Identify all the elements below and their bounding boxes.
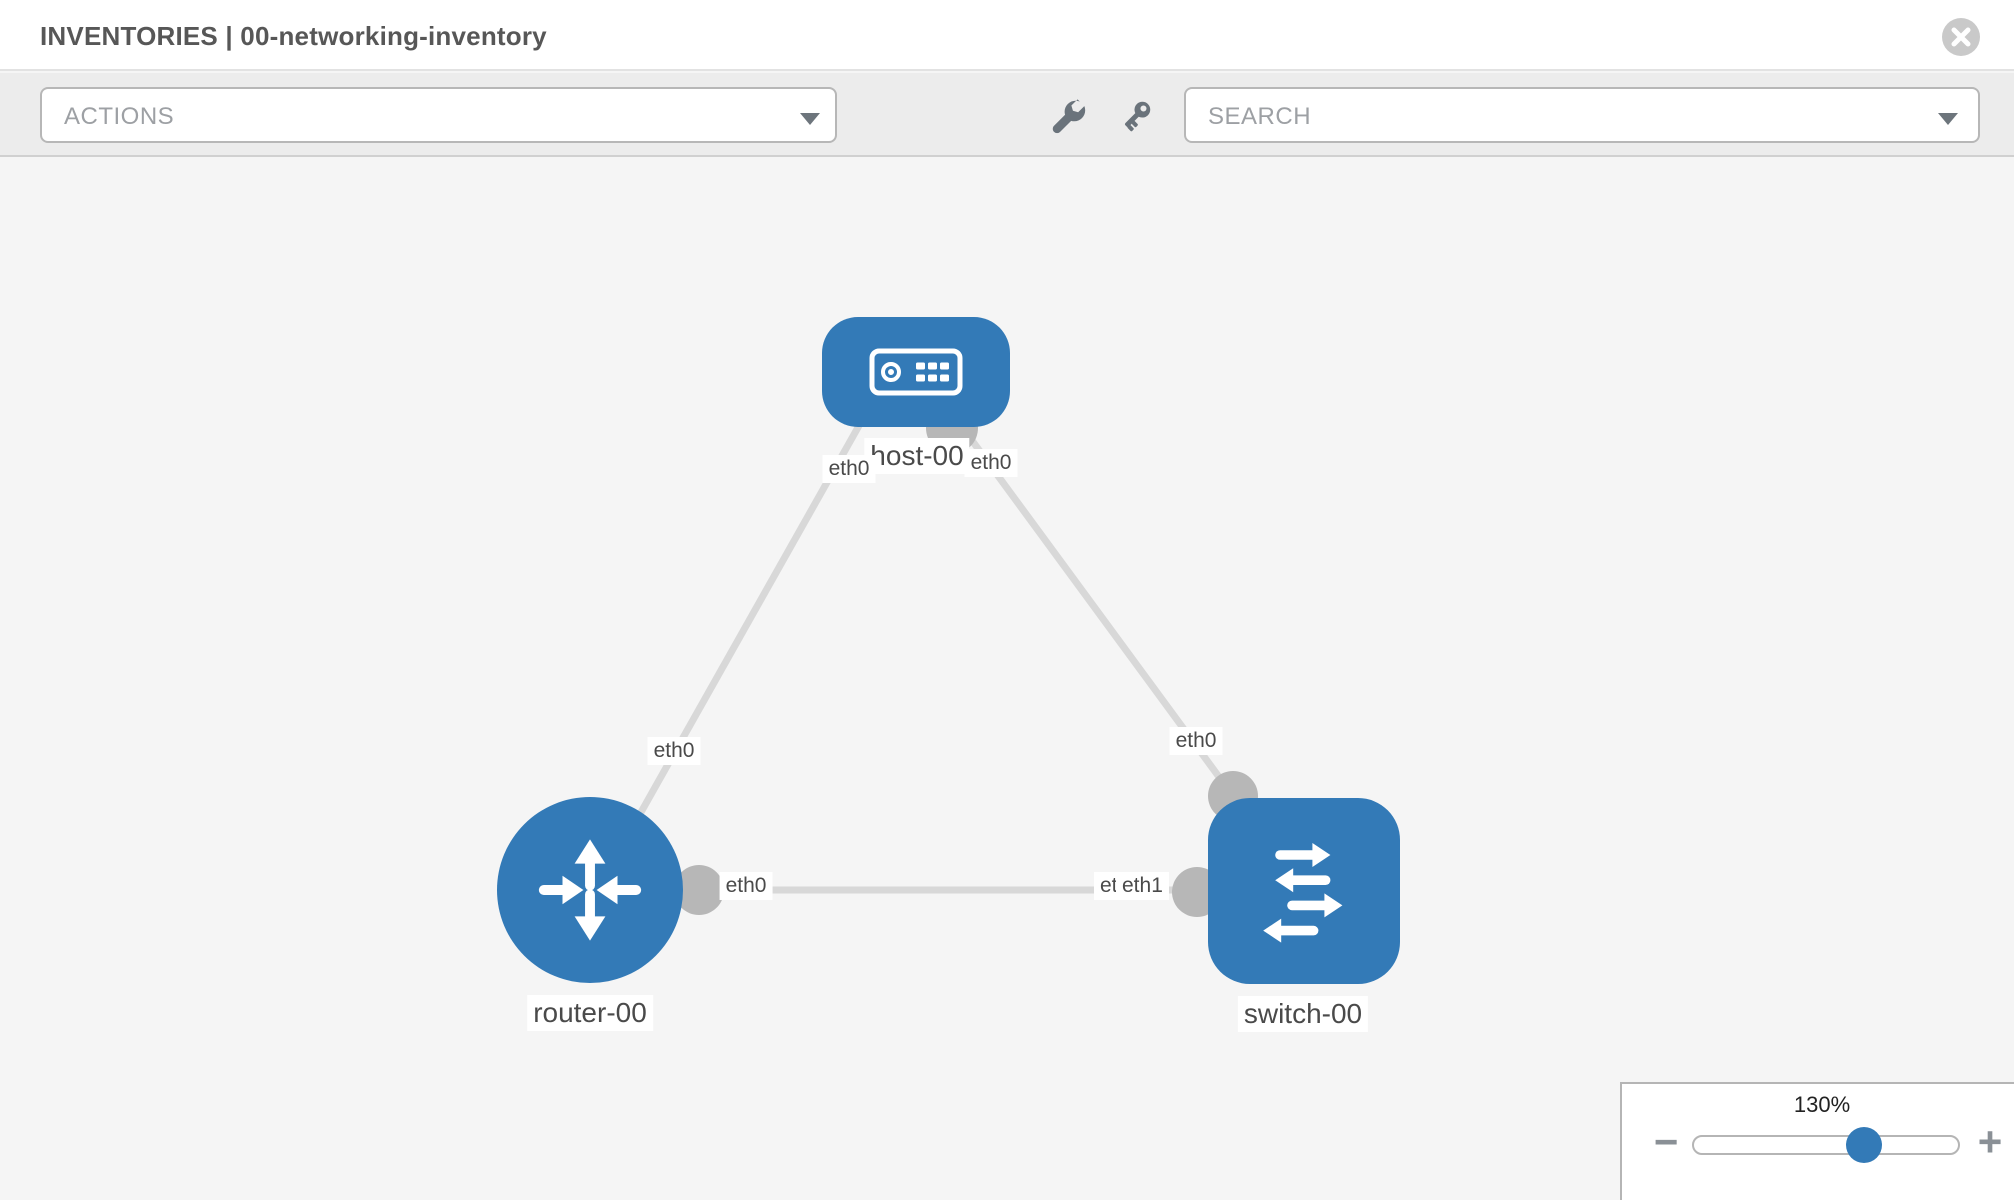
panel-header: INVENTORIES | 00-networking-inventory — [0, 0, 2014, 71]
configure-button[interactable] — [1048, 97, 1088, 137]
credentials-button[interactable] — [1116, 97, 1156, 137]
page-title: INVENTORIES | 00-networking-inventory — [40, 21, 547, 51]
if-label-host-left: eth0 — [822, 455, 876, 483]
topology-canvas[interactable]: host-00 router-00 switch-00 eth0 eth0 et… — [0, 157, 2014, 1200]
node-host[interactable] — [822, 317, 1010, 427]
zoom-slider-handle[interactable] — [1846, 1127, 1882, 1163]
node-label-router: router-00 — [527, 995, 653, 1031]
host-icon — [869, 348, 963, 396]
if-label-switch-left-front: eth1 — [1116, 872, 1169, 900]
zoom-level-value: 130% — [1793, 1092, 1851, 1117]
plus-icon: + — [1977, 1118, 2003, 1165]
node-label-switch: switch-00 — [1237, 996, 1369, 1032]
node-label-host: host-00 — [864, 438, 970, 474]
if-label-switch-top: eth0 — [1169, 727, 1223, 755]
chevron-down-icon — [800, 113, 820, 125]
router-icon — [538, 839, 642, 941]
search-placeholder: SEARCH — [1208, 103, 1312, 130]
if-label-router-right: eth0 — [719, 872, 773, 900]
toolbar: ACTIONS SEARCH — [0, 73, 2014, 157]
node-router[interactable] — [497, 797, 683, 983]
link-host-router[interactable] — [623, 413, 869, 839]
if-label-host-right: eth0 — [964, 449, 1018, 477]
chevron-down-icon — [1938, 113, 1958, 125]
search-dropdown[interactable]: SEARCH — [1184, 87, 1980, 143]
zoom-out-button[interactable]: − — [1644, 1116, 1688, 1168]
interface-circle-router[interactable] — [674, 865, 724, 915]
zoom-slider-track[interactable] — [1692, 1135, 1960, 1155]
minus-icon: − — [1653, 1118, 1679, 1165]
key-icon — [1125, 101, 1151, 131]
zoom-in-button[interactable]: + — [1968, 1116, 2012, 1168]
close-icon — [1951, 27, 1971, 47]
actions-dropdown-label: ACTIONS — [64, 103, 175, 130]
wrench-icon — [1052, 98, 1086, 133]
zoom-control-panel: 130% − + — [1620, 1082, 2014, 1200]
close-button[interactable] — [1942, 18, 1980, 56]
if-label-router-top: eth0 — [647, 737, 701, 765]
switch-icon — [1263, 843, 1343, 943]
topology-svg — [497, 317, 1400, 984]
actions-dropdown[interactable]: ACTIONS — [40, 87, 837, 143]
node-switch[interactable] — [1208, 798, 1400, 984]
